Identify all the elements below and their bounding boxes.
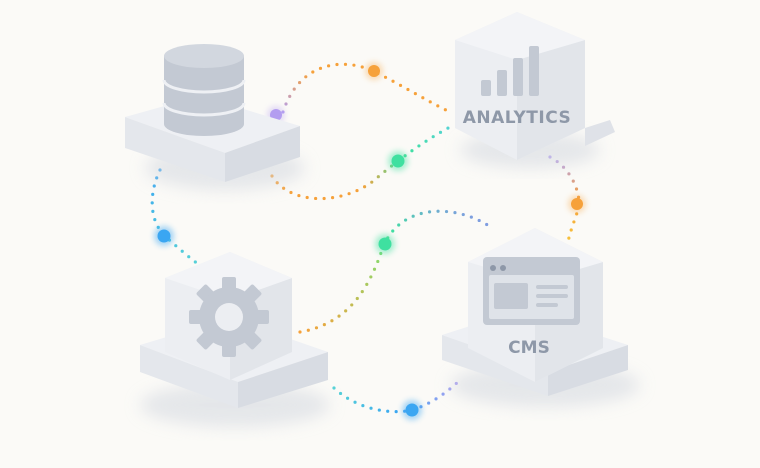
- analytics-node[interactable]: ANALYTICS: [455, 12, 615, 168]
- connection-dots: [154, 62, 586, 420]
- cms-label: CMS: [508, 338, 550, 358]
- connection-database-analytics-lower: [270, 124, 454, 201]
- database-icon: [162, 44, 246, 136]
- gear-icon: [189, 277, 269, 357]
- dot-blue-bottom: [402, 400, 422, 420]
- bar-chart-icon: [481, 46, 539, 96]
- cms-node[interactable]: CMS: [442, 228, 640, 407]
- dot-green-lower: [375, 234, 395, 254]
- connection-settings-cms-upper: [298, 209, 494, 334]
- dot-blue-left: [154, 226, 174, 246]
- database-node[interactable]: [125, 44, 305, 190]
- dot-orange-top: [365, 62, 383, 80]
- dot-orange-right: [568, 195, 586, 213]
- dot-green-upper: [388, 151, 408, 171]
- browser-window-icon: [483, 257, 580, 325]
- settings-node[interactable]: [140, 252, 330, 427]
- analytics-label: ANALYTICS: [463, 108, 572, 128]
- connection-settings-cms-lower: [332, 376, 464, 414]
